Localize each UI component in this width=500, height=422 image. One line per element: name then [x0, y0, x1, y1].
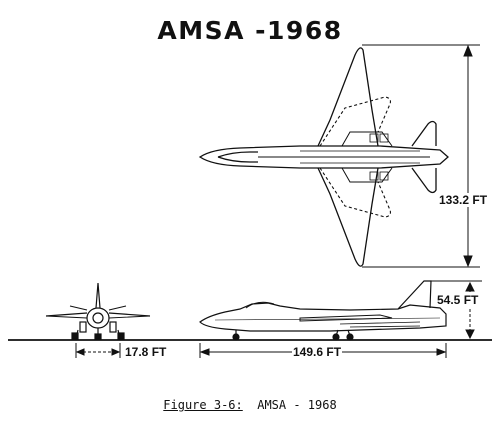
span-dimension — [362, 44, 480, 268]
side-view-wing — [299, 314, 393, 322]
length-label: 149.6 FT — [292, 345, 343, 359]
height-dimension — [428, 280, 482, 340]
top-view-wing-upper — [317, 47, 379, 147]
top-view-fuselage — [198, 145, 449, 169]
top-view-wing-lower — [317, 167, 379, 267]
height-label: 54.5 FT — [436, 293, 480, 307]
side-view-canopy — [245, 301, 275, 309]
drawing-title: AMSA -1968 — [157, 16, 343, 45]
gear-track-label: 17.8 FT — [124, 345, 168, 359]
front-view-fin — [95, 282, 101, 309]
figure-caption-text: AMSA - 1968 — [257, 398, 337, 412]
front-view — [45, 282, 151, 340]
top-view-cockpit — [217, 151, 258, 163]
side-view — [199, 280, 447, 341]
figure-caption: Figure 3-6: AMSA - 1968 — [0, 398, 500, 412]
side-view-fuselage — [199, 302, 447, 332]
front-view-wings — [45, 312, 151, 317]
gear-track-dimension — [75, 343, 121, 358]
side-view-fin — [397, 280, 432, 310]
top-view-tail-lower — [411, 167, 437, 194]
top-view-tail-upper — [411, 120, 437, 147]
span-label: 133.2 FT — [438, 193, 489, 207]
figure-label: Figure 3-6: — [163, 398, 243, 412]
top-view — [198, 47, 449, 267]
